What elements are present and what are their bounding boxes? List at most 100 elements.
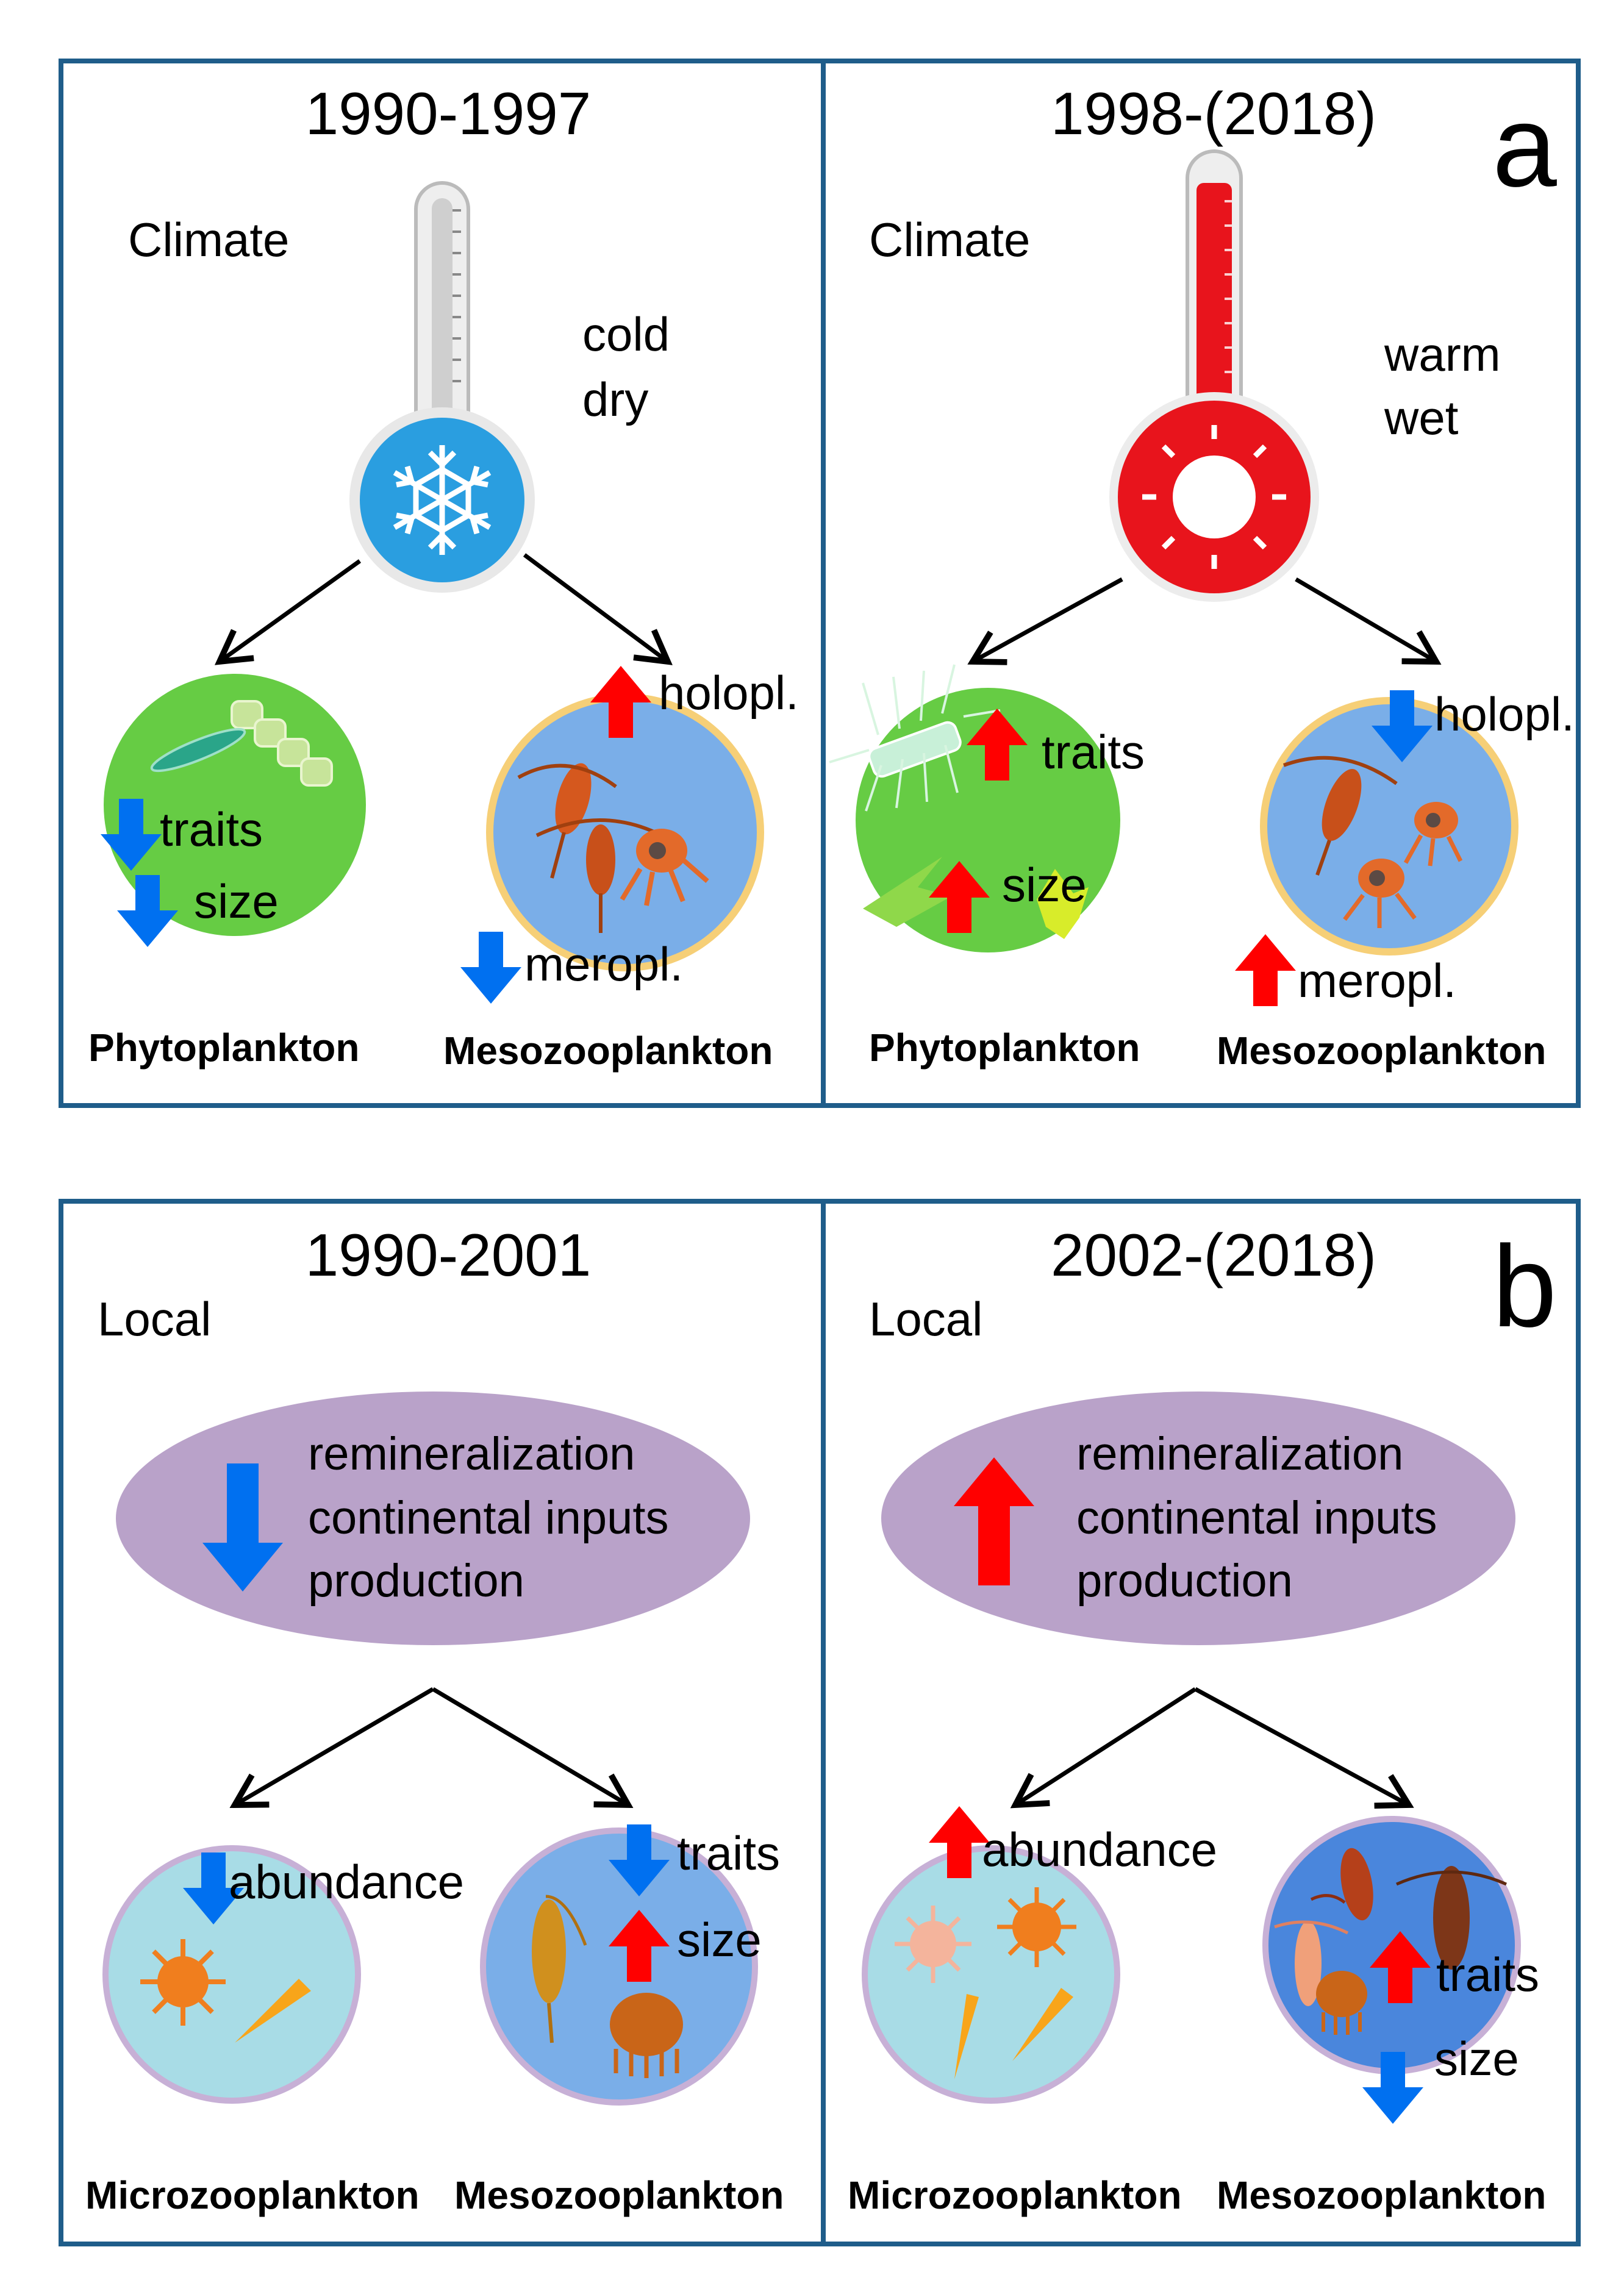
sun-icon — [1142, 425, 1286, 569]
diatom-chain-icon — [231, 700, 333, 787]
panel-b-letter: b — [1492, 1222, 1557, 1351]
local-drivers-ellipse — [881, 1392, 1515, 1645]
condition-label: dry — [582, 373, 648, 426]
decrease-arrow-icon — [609, 1824, 670, 1896]
copepod-icon — [517, 763, 617, 879]
trait-label: meropl. — [1298, 954, 1456, 1007]
increase-arrow-icon — [954, 1457, 1034, 1585]
mesozooplankton-group: traits size Mesozooplankton — [454, 1824, 784, 2217]
panel-b-frame — [59, 1199, 1581, 2246]
flow-arrow — [1295, 577, 1442, 665]
microzooplankton-circle — [109, 1851, 355, 2098]
condition-label: wet — [1384, 391, 1459, 445]
dinoflagellate-icon — [1037, 869, 1089, 939]
mesozooplankton-group: holopl. meropl. Mesozooplankton — [1217, 687, 1575, 1073]
period-title: 1998-(2018) — [1051, 80, 1376, 147]
decrease-arrow-icon — [1372, 690, 1433, 762]
decrease-arrow-icon — [183, 1852, 244, 1924]
dinoflagellate-icon — [863, 857, 951, 927]
decrease-arrow-icon — [117, 875, 178, 947]
flow-arrow — [432, 1687, 634, 1809]
microzooplankton-circle — [868, 1851, 1114, 2098]
trait-label: holopl. — [1434, 687, 1575, 741]
increase-arrow-icon — [967, 709, 1028, 781]
tintinnid-icon — [235, 1979, 311, 2043]
panel-a-letter: a — [1492, 82, 1557, 211]
condition-label: warm — [1384, 327, 1501, 381]
process-label: production — [308, 1555, 524, 1607]
condition-label: cold — [582, 307, 670, 361]
trait-label: traits — [1436, 1948, 1539, 2001]
trait-label: abundance — [982, 1823, 1217, 1876]
mesozooplankton-group: holopl. meropl. Mesozooplankton — [443, 666, 799, 1073]
group-title: Mesozooplankton — [1217, 1029, 1546, 1073]
trait-label: meropl. — [524, 937, 683, 991]
spiny-diatom-chain-icon — [829, 664, 1001, 812]
tintinnid-icon — [1012, 1988, 1073, 2061]
period-title: 2002-(2018) — [1051, 1221, 1376, 1288]
trait-label: traits — [677, 1826, 780, 1880]
flow-arrow — [967, 577, 1123, 665]
copepod-icon — [1282, 756, 1398, 876]
copepod-icon — [1395, 1866, 1508, 1970]
panel-b: b 1990-2001 Local remineralization conti… — [59, 1199, 1581, 2246]
increase-arrow-icon — [1370, 1931, 1431, 2003]
increase-arrow-icon — [1235, 934, 1296, 1006]
copepod-icon — [1310, 1848, 1373, 1921]
phytoplankton-group: traits size Phytoplankton — [88, 674, 366, 1070]
group-title: Mesozooplankton — [1217, 2173, 1546, 2217]
cold-thermometer-icon — [349, 181, 535, 593]
mesozooplankton-circle — [1267, 704, 1511, 948]
ciliate-icon — [997, 1887, 1076, 1967]
group-title: Microzooplankton — [85, 2173, 420, 2217]
decrease-arrow-icon — [1362, 2052, 1423, 2124]
phytoplankton-group: traits size Phytoplankton — [829, 664, 1145, 1070]
flow-arrow — [1194, 1687, 1414, 1809]
increase-arrow-icon — [929, 861, 990, 933]
panel-a: a 1990-1997 Climate cold dry — [59, 59, 1581, 1108]
process-label: production — [1076, 1555, 1293, 1607]
group-title: Mesozooplankton — [443, 1029, 773, 1073]
pennate-diatom-icon — [150, 727, 246, 773]
microzooplankton-group: abundance Microzooplankton — [85, 1845, 464, 2217]
larva-icon — [610, 1993, 683, 2078]
trait-label: traits — [1042, 725, 1145, 779]
group-title: Microzooplankton — [848, 2173, 1182, 2217]
trait-label: size — [677, 1913, 762, 1967]
ciliate-icon — [140, 1939, 226, 2026]
flow-arrow — [214, 559, 362, 665]
decrease-arrow-icon — [202, 1463, 283, 1592]
driver-label: Climate — [128, 213, 289, 266]
tintinnid-icon — [954, 1994, 979, 2079]
driver-label: Local — [869, 1292, 982, 1346]
mesozooplankton-circle — [493, 701, 757, 964]
increase-arrow-icon — [609, 1910, 670, 1982]
group-title: Phytoplankton — [869, 1026, 1140, 1070]
trait-label: abundance — [229, 1855, 464, 1909]
trait-label: size — [1002, 858, 1087, 912]
driver-label: Local — [98, 1292, 211, 1346]
period-title: 1990-1997 — [306, 80, 592, 147]
process-label: continental inputs — [1076, 1492, 1437, 1544]
flow-arrow — [229, 1687, 434, 1808]
group-title: Mesozooplankton — [454, 2173, 784, 2217]
microzooplankton-group: abundance Microzooplankton — [848, 1806, 1217, 2217]
increase-arrow-icon — [929, 1806, 990, 1878]
copepod-icon — [535, 818, 663, 933]
larva-icon — [620, 829, 709, 906]
driver-label: Climate — [869, 213, 1030, 266]
copepod-icon — [1274, 1920, 1349, 2006]
local-drivers-ellipse — [116, 1392, 750, 1645]
decrease-arrow-icon — [101, 799, 162, 871]
larva-icon — [1343, 859, 1417, 928]
decrease-arrow-icon — [460, 932, 521, 1004]
period-title: 1990-2001 — [306, 1221, 592, 1288]
process-label: continental inputs — [308, 1492, 669, 1544]
copepod-icon — [532, 1895, 587, 2043]
flow-arrow — [523, 553, 673, 665]
trait-label: size — [1434, 2032, 1519, 2085]
group-title: Phytoplankton — [88, 1026, 359, 1070]
flow-arrow — [1010, 1687, 1197, 1809]
process-label: remineralization — [1076, 1428, 1403, 1480]
